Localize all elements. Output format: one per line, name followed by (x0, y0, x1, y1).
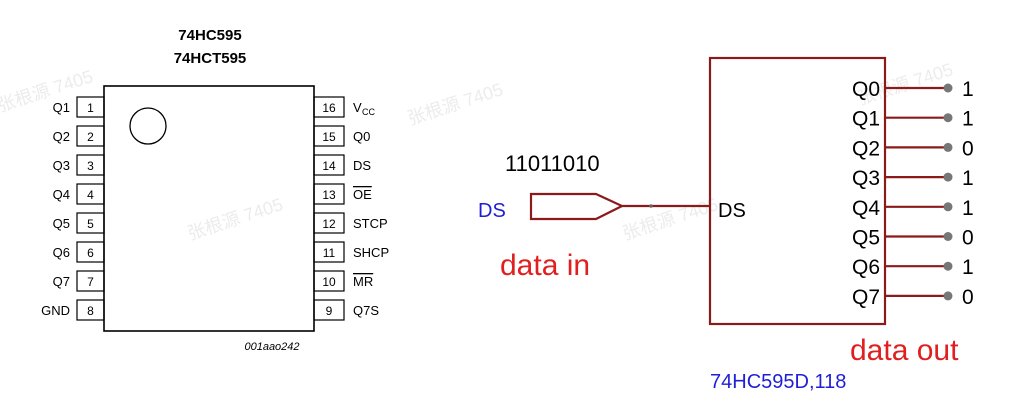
input-port-symbol (529, 192, 625, 221)
pin-number: 1 (87, 101, 94, 115)
pin-label: Q0 (353, 129, 370, 144)
watermark-3: 张根源 7405 (405, 79, 505, 129)
pin-number: 5 (87, 217, 94, 231)
pin-label: Q6 (53, 245, 70, 260)
output-terminal-dot (943, 291, 953, 301)
pin-number: 2 (87, 130, 94, 144)
output-terminal-dot (943, 83, 953, 93)
pin-box (76, 212, 105, 234)
pin-box (76, 183, 105, 205)
pin-label: Q3 (53, 158, 70, 173)
input-junction-dot (649, 204, 653, 208)
pin-label: Q1 (53, 100, 70, 115)
chip-body (103, 85, 315, 332)
output-value: 0 (962, 137, 974, 160)
pin-number: 4 (87, 188, 94, 202)
pin-number: 14 (322, 159, 336, 173)
output-terminal-dot (943, 142, 953, 152)
pin-number: 6 (87, 246, 94, 260)
left-pin-column: 1 Q1 2 Q2 3 Q3 4 Q4 5 Q5 6 Q6 7 Q7 8 GND (41, 96, 105, 321)
watermark-2: 张根源 7405 (185, 194, 285, 244)
pin-box (313, 270, 345, 292)
pin-label: V (353, 100, 362, 115)
pin-label: Q7 (53, 274, 70, 289)
watermark-4: 张根源 7405 (620, 194, 720, 244)
watermark-1: 张根源 7405 (0, 66, 95, 116)
pin-box (76, 125, 105, 147)
pin-box (313, 299, 345, 321)
pin-number: 7 (87, 275, 94, 289)
output-pin-name: Q5 (852, 227, 880, 250)
pin-box (76, 270, 105, 292)
pin-number: 9 (326, 304, 333, 318)
output-terminal-dot (943, 232, 953, 241)
pinout-diagram: 74HC595 74HCT595 1 Q1 2 Q2 3 Q3 4 Q4 5 Q5 6 Q6 7 Q7 8 G… (41, 27, 389, 353)
output-pin-name: Q6 (852, 256, 880, 279)
pin-number: 3 (87, 159, 94, 173)
chip-title-line1: 74HC595 (178, 27, 241, 44)
ic-block (708, 56, 887, 326)
output-value: 1 (962, 108, 974, 131)
pin-box (313, 96, 345, 118)
chip-title-line2: 74HCT595 (174, 50, 247, 67)
output-value: 1 (962, 197, 974, 220)
pin-box (313, 154, 345, 176)
data-in-label: data in (500, 249, 590, 282)
pin-label: STCP (353, 216, 388, 231)
data-out-label: data out (850, 334, 959, 367)
pin-box (313, 212, 345, 234)
pin-number: 12 (322, 217, 336, 231)
pin-box (76, 299, 105, 321)
input-bit-stream: 11011010 (505, 151, 600, 176)
pin-label: SHCP (353, 245, 389, 260)
pin-label: GND (41, 303, 70, 318)
output-terminal-dot (943, 113, 953, 123)
pin-box (313, 125, 345, 147)
pin-label: Q4 (53, 187, 70, 202)
pin-number: 11 (323, 246, 336, 260)
output-pin-name: Q3 (852, 167, 880, 190)
pin-label: MR (353, 274, 373, 289)
output-value: 0 (962, 286, 974, 309)
pin-label: DS (353, 158, 371, 173)
chip-part-code: 001aao242 (244, 341, 299, 353)
pin-label-subscript: CC (362, 107, 375, 117)
output-pin-name: Q4 (852, 197, 880, 220)
output-pin-name: Q1 (852, 108, 880, 131)
pin-number: 15 (322, 130, 336, 144)
output-value: 1 (962, 78, 974, 101)
pin-number: 16 (322, 101, 336, 115)
pin-box (313, 241, 345, 263)
output-pin-name: Q7 (852, 286, 880, 309)
pin-number: 13 (322, 188, 336, 202)
output-pin-name: Q0 (852, 78, 880, 101)
pin-box (76, 154, 105, 176)
pin-label: OE (353, 187, 372, 202)
ic-part-number: 74HC595D,118 (710, 371, 846, 393)
output-terminal-dot (943, 172, 953, 182)
pin-number: 10 (322, 275, 336, 289)
output-terminal-dot (943, 261, 953, 271)
output-value: 0 (962, 227, 974, 250)
pin-box (76, 241, 105, 263)
ic-input-pin-label: DS (718, 200, 746, 222)
pin-box (313, 183, 345, 205)
output-value: 1 (962, 256, 974, 279)
pin-number: 8 (87, 304, 94, 318)
pin-label: Q7S (353, 303, 379, 318)
pin1-marker-circle (129, 107, 167, 145)
pin-label: Q2 (53, 129, 70, 144)
output-value: 1 (962, 167, 974, 190)
output-terminal-dot (943, 202, 953, 212)
pin-box (76, 96, 105, 118)
input-port-label: DS (478, 200, 506, 222)
pin-label: Q5 (53, 216, 70, 231)
output-pin-name: Q2 (852, 137, 880, 160)
